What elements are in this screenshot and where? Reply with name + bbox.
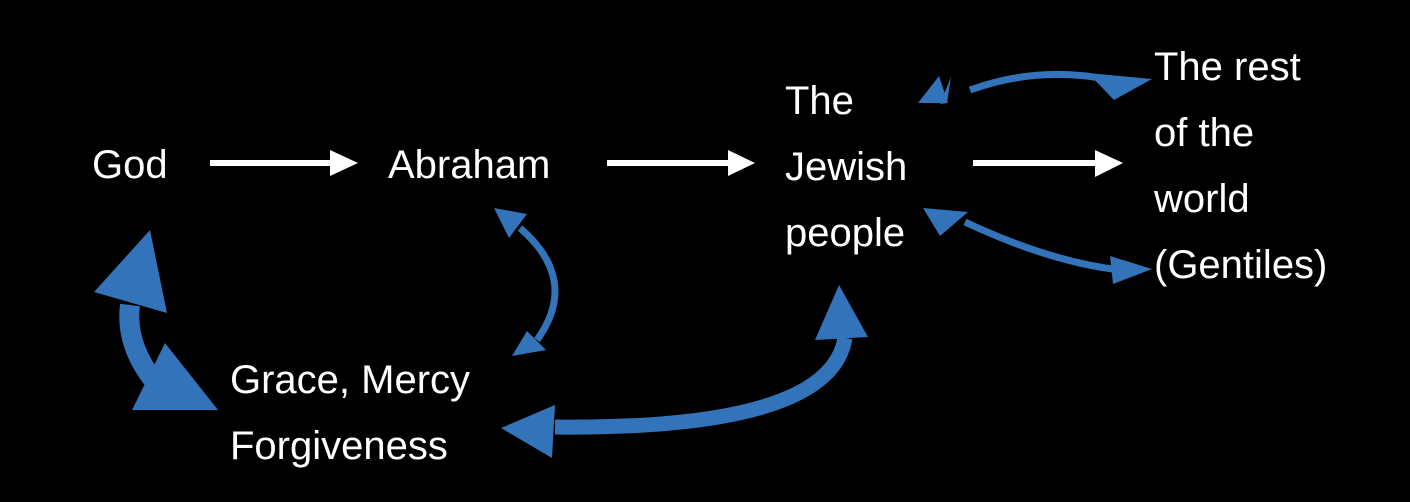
arrow-abraham-grace [494,208,559,356]
arrow-jewish-rest [973,150,1123,177]
arrow-jewish-grace [501,285,868,458]
node-abraham-label: Abraham [388,143,551,187]
node-jewish-people: The Jewish people [785,68,907,266]
node-grace: Grace, Mercy Forgiveness [230,347,470,479]
node-grace-line: Grace, Mercy [230,358,471,402]
node-rest-of-world-line: (Gentiles) [1154,243,1328,287]
node-rest-of-world: The rest of the world (Gentiles) [1154,34,1327,298]
node-jewish-people-line: The [785,79,854,123]
node-grace-line: Forgiveness [230,424,448,468]
node-god-label: God [92,143,168,187]
arrow-god-abraham [210,150,358,176]
node-rest-of-world-line: world [1154,177,1250,221]
node-rest-of-world-line: of the [1154,111,1255,155]
node-abraham: Abraham [388,132,550,198]
node-god: God [92,132,168,198]
node-jewish-people-line: people [785,211,906,255]
arrow-god-grace [94,230,218,410]
arrow-jewish-rest-lower [923,208,1152,284]
node-rest-of-world-line: The rest [1154,45,1301,89]
arrow-abraham-jewish [607,150,755,176]
arrow-jewish-rest-upper [918,0,1152,104]
node-jewish-people-line: Jewish [785,145,908,189]
